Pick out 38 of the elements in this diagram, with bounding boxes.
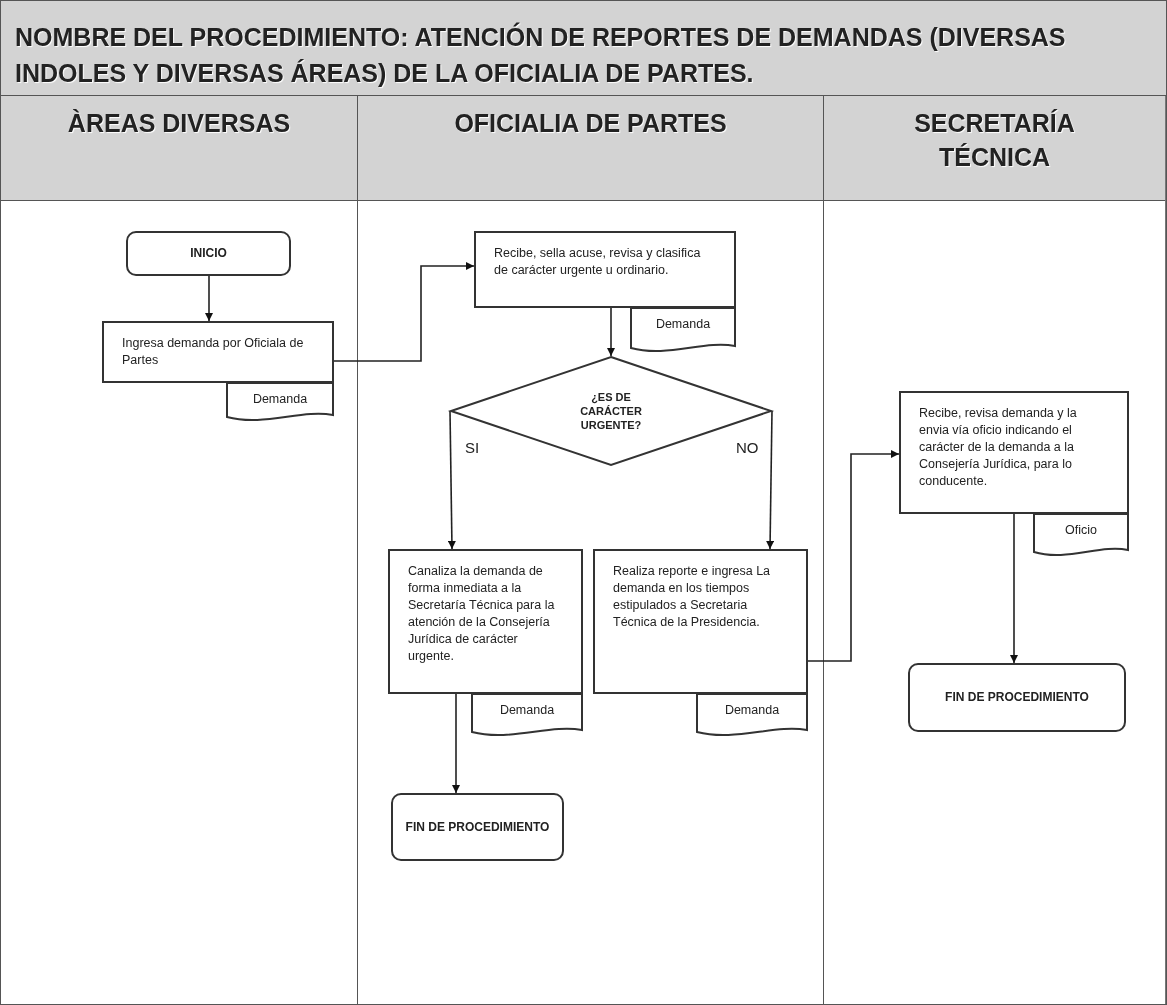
arrow [807, 450, 900, 662]
node-text: Ingresa demanda por Oficiala de Partes [122, 335, 305, 369]
node-text: Realiza reporte e ingresa La demanda en los tiempos estipulados a Secretaria Técnica de la Presidencia. [613, 563, 772, 631]
arrow [333, 262, 475, 362]
lane-header: ÀREAS DIVERSAS [1, 96, 357, 201]
arrow [452, 693, 460, 794]
node-text: Demanda [252, 391, 308, 408]
swimlane [1, 96, 358, 1004]
document-shape [630, 308, 736, 354]
lane-header: OFICIALIA DE PARTES [358, 96, 823, 201]
arrow [607, 307, 615, 357]
node-label: FIN DE PROCEDIMIENTO [945, 689, 1089, 706]
document-shape [226, 383, 334, 423]
decision-diamond [450, 356, 772, 466]
arrow [1010, 513, 1018, 664]
terminal-box [908, 663, 1126, 732]
node-text: Demanda [499, 702, 555, 719]
node-text: Oficio [1065, 522, 1097, 539]
lane-header: SECRETARÍA TÉCNICA [824, 96, 1165, 201]
terminal-box [391, 793, 564, 861]
node-label: INICIO [190, 245, 227, 262]
document-shape [1033, 514, 1129, 558]
node-label: ¿ES DE CARÁCTER URGENTE? [579, 390, 643, 432]
arrow [205, 275, 213, 322]
arrow [766, 410, 775, 550]
node-text: Canaliza la demanda de forma inmediata a la Secretaría Técnica para la atención de la Consejería Jurídica de carácter urgente. [408, 563, 556, 665]
diagram-title: NOMBRE DEL PROCEDIMIENTO: ATENCIÓN DE REPORTES DE DEMANDAS (DIVERSAS INDOLES Y DIVERSAS ÁREAS) DE LA OFICIALIA DE PARTES. [1, 1, 1166, 96]
arrow [447, 410, 456, 550]
node-text: Recibe, revisa demanda y la envia vía oficio indicando el carácter de la demanda a la Consejería Jurídica, para lo conducente. [919, 405, 1078, 490]
node-text: Recibe, sella acuse, revisa y clasifica de carácter urgente u ordinario. [494, 245, 702, 279]
node-text: Demanda [724, 702, 780, 719]
document-shape [471, 694, 583, 738]
document-shape [696, 694, 808, 738]
swimlane [824, 96, 1166, 1004]
terminal-box [126, 231, 291, 276]
node-label: FIN DE PROCEDIMIENTO [405, 818, 550, 836]
node-text: Demanda [655, 316, 711, 333]
swimlane [358, 96, 824, 1004]
